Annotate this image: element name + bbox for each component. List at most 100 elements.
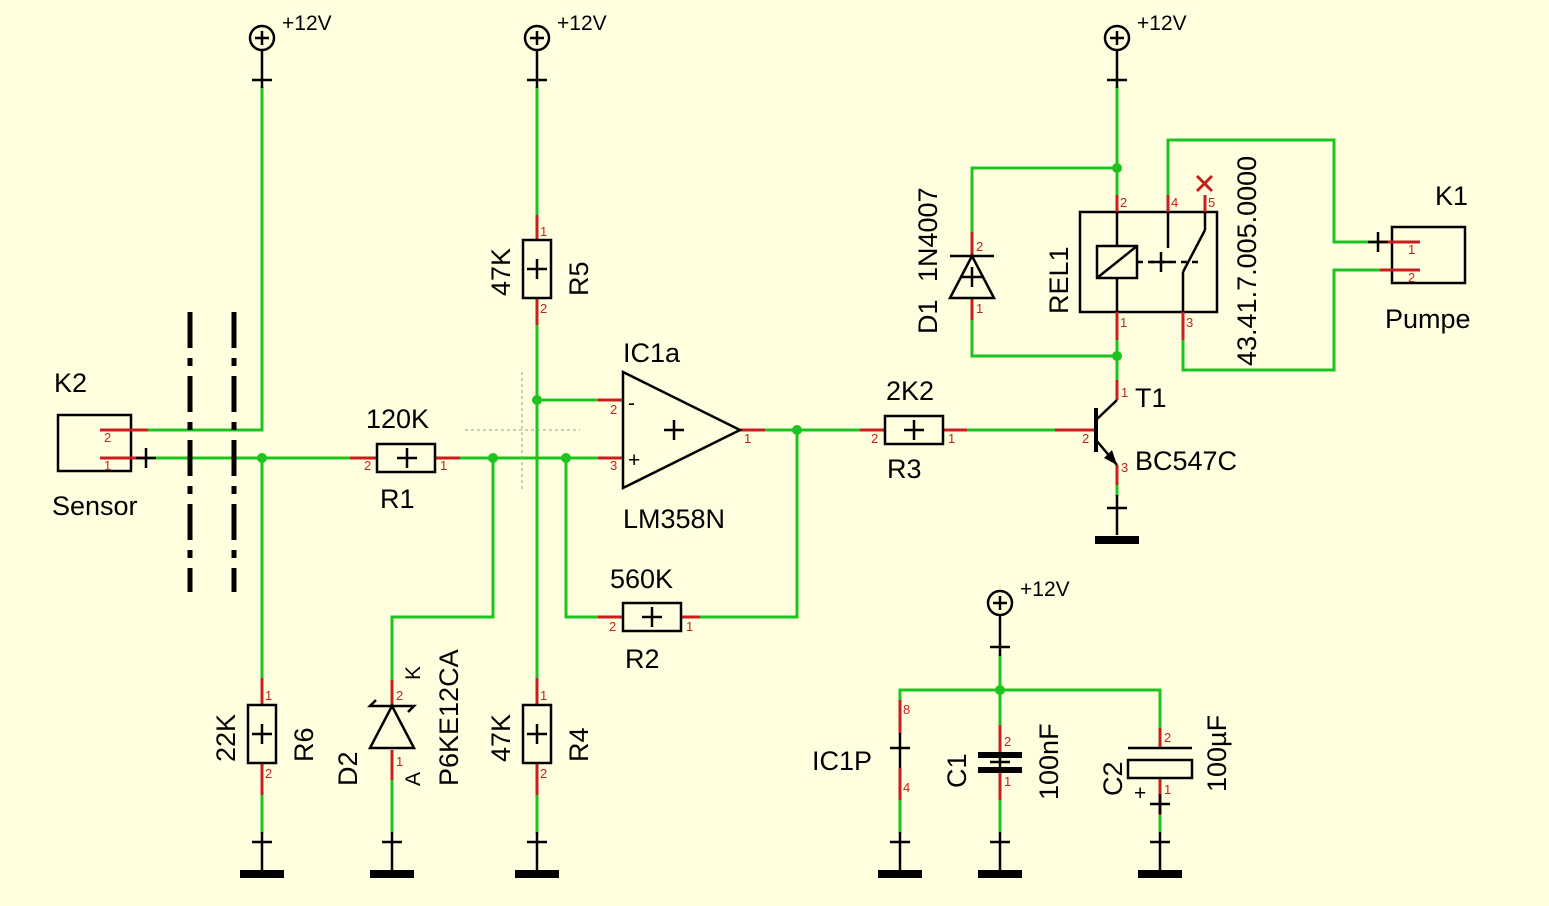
resistor-r2[interactable]: 2 1 560K R2 (598, 564, 700, 674)
resistor-r3[interactable]: 2 1 2K2 R3 (860, 376, 967, 484)
pin-number: 1 (104, 458, 111, 473)
resistor-r4[interactable]: 1 2 47K R4 (486, 678, 594, 795)
component-value: Pumpe (1385, 304, 1471, 334)
diode-d2[interactable]: 2 1 K A D2 P6KE12CA (333, 649, 464, 786)
pin-number: 1 (440, 458, 447, 473)
component-ref: R3 (887, 454, 922, 484)
component-value: 100µF (1202, 715, 1232, 792)
component-ref: IC1a (623, 338, 681, 368)
pin-number: 1 (265, 688, 272, 703)
pin-number: 5 (1208, 195, 1215, 210)
pin-number: 2 (871, 431, 878, 446)
component-ref: C1 (942, 753, 972, 788)
component-ref: REL1 (1044, 246, 1074, 314)
pin-number: 2 (540, 766, 547, 781)
cable-shield-marks (187, 312, 237, 592)
component-ref: R4 (564, 727, 594, 762)
resistor-r1[interactable]: 2 1 120K R1 (350, 404, 460, 514)
pin-number: 1 (540, 224, 547, 239)
component-ref: R6 (289, 727, 319, 762)
connector-k2[interactable]: 2 1 K2 Sensor (52, 368, 156, 521)
pin-number: 3 (1186, 315, 1193, 330)
pin-number: 1 (1121, 385, 1128, 400)
capacitor-c2[interactable]: + 2 1 C2 100µF (1098, 715, 1232, 815)
transistor-t1[interactable]: 2 1 3 T1 BC547C (1055, 380, 1237, 485)
diode-d1[interactable]: 2 1 D1 1N4007 (913, 187, 997, 334)
pin-number: 2 (610, 402, 617, 417)
ground-symbol (878, 832, 922, 878)
anode-label: A (402, 772, 425, 786)
component-value: 120K (366, 404, 429, 434)
pin-number: 2 (1004, 734, 1011, 749)
power-unit-ic1p[interactable]: 8 4 IC1P (812, 700, 910, 800)
ground-symbol (240, 832, 284, 878)
supply-symbol-3[interactable]: +12V (1103, 12, 1187, 88)
supply-symbol-1[interactable]: +12V (248, 12, 332, 88)
pin-number: 2 (540, 301, 547, 316)
component-value: BC547C (1135, 446, 1237, 476)
pin-number: 2 (609, 619, 616, 634)
pin-number: 2 (396, 688, 403, 703)
supply-symbol-2[interactable]: +12V (523, 12, 607, 88)
component-value: 43.41.7.005.0000 (1232, 156, 1262, 366)
component-value: P6KE12CA (434, 649, 464, 786)
pin-number: 1 (540, 688, 547, 703)
pin-number: 3 (1121, 460, 1128, 475)
resistor-r6[interactable]: 1 2 22K R6 (211, 678, 319, 795)
junctions (257, 163, 1122, 695)
ground-symbol (515, 832, 559, 878)
pin-number: 2 (364, 458, 371, 473)
component-value: 47K (486, 248, 516, 296)
component-value: 2K2 (886, 376, 934, 406)
opamp-ic1a[interactable]: - + 2 3 1 IC1a LM358N (598, 338, 765, 534)
component-value: LM358N (623, 504, 725, 534)
supply-label: +12V (1020, 578, 1070, 601)
component-value: 47K (486, 714, 516, 762)
component-ref: R1 (380, 484, 415, 514)
pin-number: 2 (1120, 195, 1127, 210)
cathode-label: K (402, 666, 425, 680)
component-value: 22K (211, 714, 241, 762)
pin-number: 1 (948, 431, 955, 446)
connector-k1[interactable]: 1 2 K1 Pumpe (1368, 181, 1471, 334)
pin-number: 1 (1164, 782, 1171, 797)
supply-symbol-4[interactable]: +12V (986, 578, 1070, 656)
component-value: Sensor (52, 491, 138, 521)
component-ref: R5 (564, 261, 594, 296)
component-value: 560K (610, 564, 673, 594)
ground-symbol (1095, 495, 1139, 544)
pin-number: 1 (1120, 315, 1127, 330)
pin-number: 2 (1164, 730, 1171, 745)
pin-number: 1 (396, 754, 403, 769)
pin-number: 3 (610, 458, 617, 473)
pin-number: 2 (265, 766, 272, 781)
component-ref: IC1P (812, 746, 872, 776)
pin-number: 2 (104, 430, 111, 445)
component-ref: K2 (54, 368, 87, 398)
component-ref: T1 (1135, 383, 1167, 413)
polarity-mark: + (1134, 782, 1146, 805)
pin-number: 2 (1408, 270, 1415, 285)
component-value: 1N4007 (913, 187, 943, 282)
wires (146, 86, 1382, 834)
ground-symbol (978, 832, 1022, 878)
pin-number: 1 (1408, 242, 1415, 257)
component-ref: C2 (1098, 761, 1128, 796)
pin-number: 1 (976, 301, 983, 316)
pin-number: 1 (1004, 774, 1011, 789)
inverting-input-sign: - (628, 392, 635, 415)
capacitor-c1[interactable]: 2 1 C1 100nF (942, 723, 1064, 800)
pin-number: 8 (903, 702, 910, 717)
ground-symbol (1138, 832, 1182, 878)
cursor-crosshair (465, 372, 580, 490)
component-ref: D1 (913, 299, 943, 334)
resistor-r5[interactable]: 1 2 47K R5 (486, 215, 594, 325)
relay-rel1[interactable]: 2 4 5 1 3 REL1 43.41.7.005.0000 (1044, 156, 1262, 366)
pin-number: 2 (976, 239, 983, 254)
ground-symbol (370, 832, 414, 878)
supply-label: +12V (1137, 12, 1187, 35)
component-value: 100nF (1034, 723, 1064, 800)
pin-number: 2 (1082, 431, 1089, 446)
pin-number: 4 (1171, 195, 1178, 210)
